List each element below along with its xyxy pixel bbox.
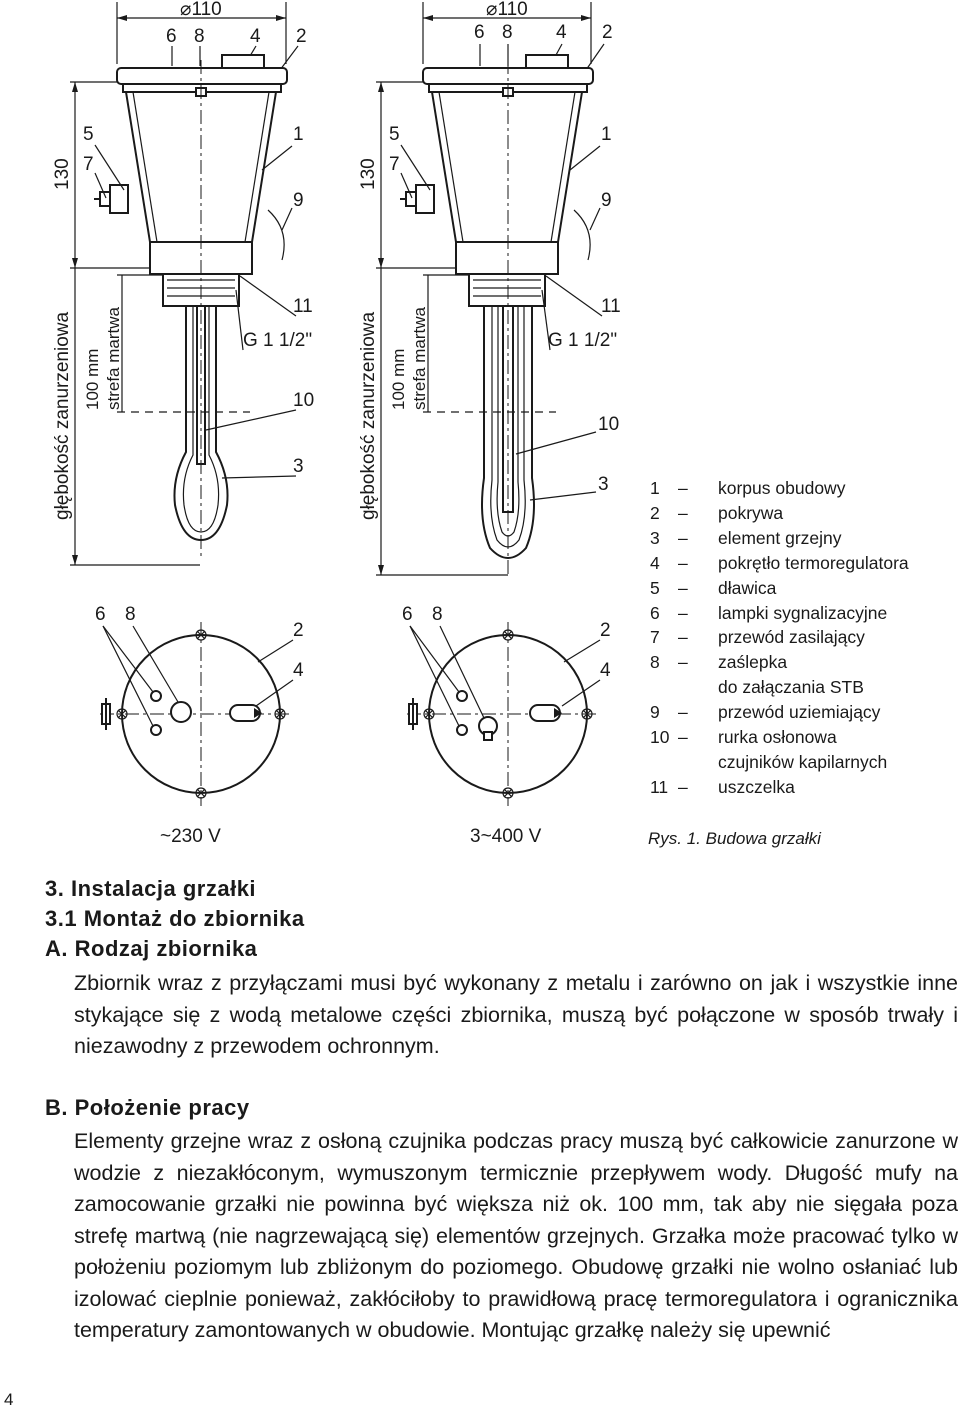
legend-item: 10–rurka osłonowa <box>650 725 909 750</box>
immersion-depth-label: głębokość zanurzeniowa <box>358 311 379 520</box>
callout-4: 4 <box>293 660 304 681</box>
legend-text: lampki sygnalizacyjne <box>718 602 888 623</box>
legend-item: 11–uszczelka <box>650 775 909 800</box>
paragraph-tank-type: Zbiornik wraz z przyłączami musi być wyk… <box>44 968 958 1063</box>
diameter-label: ⌀110 <box>486 0 528 20</box>
legend-number: 5 <box>650 577 660 598</box>
legend-number: 9 <box>650 702 660 723</box>
callout-4: 4 <box>556 22 567 43</box>
legend-text: pokrywa <box>718 502 784 523</box>
legend-number: 11 <box>650 776 669 797</box>
callout-8: 8 <box>194 26 205 47</box>
legend-text: zaślepka <box>718 652 788 673</box>
callout-8: 8 <box>432 604 443 625</box>
legend-text: uszczelka <box>718 776 795 797</box>
legend-number: 6 <box>650 602 660 623</box>
legend-item-continuation: czujników kapilarnych <box>650 750 909 775</box>
height-dimension: 130 <box>358 158 379 190</box>
callout-2: 2 <box>600 620 611 641</box>
legend-item: 9–przewód uziemiający <box>650 700 909 725</box>
legend-text: czujników kapilarnych <box>718 751 888 772</box>
section-heading-3-1: 3.1 Montaż do zbiornika <box>45 906 305 931</box>
callout-6: 6 <box>95 604 106 625</box>
figure-caption: Rys. 1. Budowa grzałki <box>648 829 821 848</box>
callout-2: 2 <box>602 22 613 43</box>
plan-view-230v: 6 8 2 4 <box>95 604 304 806</box>
subsection-heading-b: B. Położenie pracy <box>45 1095 250 1120</box>
callout-2: 2 <box>293 620 304 641</box>
callout-11: 11 <box>293 296 313 317</box>
thread-label: G 1 1/2" <box>548 330 617 351</box>
legend-item: 2–pokrywa <box>650 501 909 526</box>
deadzone-dimension: 100 mm <box>389 349 408 410</box>
callout-6: 6 <box>474 22 485 43</box>
legend-text: przewód uziemiający <box>718 702 881 723</box>
legend-item: 5–dławica <box>650 576 909 601</box>
legend-number: 4 <box>650 552 660 573</box>
legend-text: dławica <box>718 577 777 598</box>
callout-9: 9 <box>601 190 612 211</box>
legend-text: pokrętło termoregulatora <box>718 552 909 573</box>
thread-label: G 1 1/2" <box>243 330 312 351</box>
callout-8: 8 <box>502 22 513 43</box>
callout-3: 3 <box>598 474 609 495</box>
legend-item: 7–przewód zasilający <box>650 625 909 650</box>
deadzone-label: strefa martwa <box>410 306 429 410</box>
voltage-label-400: 3~400 V <box>470 826 542 847</box>
section-heading-3: 3. Instalacja grzałki <box>45 876 257 901</box>
parts-legend: 1–korpus obudowy 2–pokrywa 3–element grz… <box>650 476 909 800</box>
immersion-depth-label: głębokość zanurzeniowa <box>52 311 73 520</box>
deadzone-label: strefa martwa <box>104 306 123 410</box>
legend-item: 8–zaślepka <box>650 650 909 675</box>
heater-technical-drawing: ⌀110 6 8 4 2 <box>52 0 621 806</box>
legend-number: 7 <box>650 627 660 648</box>
legend-text: do załączania STB <box>718 677 864 698</box>
callout-6: 6 <box>402 604 413 625</box>
legend-number: 1 <box>650 478 660 498</box>
callout-4: 4 <box>250 26 261 47</box>
callout-4: 4 <box>600 660 611 681</box>
heater-elevation-400v: ⌀110 6 8 4 2 <box>358 0 621 576</box>
callout-1: 1 <box>293 124 304 145</box>
plan-view-400v: 6 8 2 4 <box>402 604 611 806</box>
callout-2: 2 <box>296 26 307 47</box>
legend-item: 4–pokrętło termoregulatora <box>650 551 909 576</box>
callout-7: 7 <box>389 154 400 175</box>
legend-item: 1–korpus obudowy <box>650 476 909 501</box>
paragraph-working-position: Elementy grzejne wraz z osłoną czujnika … <box>44 1126 958 1347</box>
callout-10: 10 <box>598 414 619 435</box>
legend-number: 2 <box>650 502 660 523</box>
legend-text: korpus obudowy <box>718 478 846 498</box>
legend-number: 10 <box>650 727 670 748</box>
callout-9: 9 <box>293 190 304 211</box>
callout-5: 5 <box>389 124 400 145</box>
callout-8: 8 <box>125 604 136 625</box>
callout-1: 1 <box>601 124 612 145</box>
legend-number: 3 <box>650 527 660 548</box>
legend-text: element grzejny <box>718 527 842 548</box>
paragraph-text: Elementy grzejne wraz z osłoną czujnika … <box>74 1129 958 1342</box>
deadzone-dimension: 100 mm <box>83 349 102 410</box>
diameter-label: ⌀110 <box>180 0 222 20</box>
legend-text: rurka osłonowa <box>718 727 837 748</box>
heater-elevation-230v: ⌀110 6 8 4 2 <box>52 0 314 566</box>
subsection-heading-a: A. Rodzaj zbiornika <box>45 936 258 961</box>
paragraph-text: Zbiornik wraz z przyłączami musi być wyk… <box>74 971 958 1058</box>
callout-11: 11 <box>601 296 621 317</box>
page-number: 4 <box>4 1390 14 1409</box>
callout-10: 10 <box>293 390 314 411</box>
legend-item: 3–element grzejny <box>650 526 909 551</box>
height-dimension: 130 <box>52 158 73 190</box>
callout-7: 7 <box>83 154 94 175</box>
legend-item: 6–lampki sygnalizacyjne <box>650 601 909 626</box>
legend-item-continuation: do załączania STB <box>650 675 909 700</box>
callout-6: 6 <box>166 26 177 47</box>
legend-text: przewód zasilający <box>718 627 865 648</box>
callout-3: 3 <box>293 456 304 477</box>
legend-number: 8 <box>650 652 660 673</box>
callout-5: 5 <box>83 124 94 145</box>
voltage-label-230: ~230 V <box>160 826 221 847</box>
